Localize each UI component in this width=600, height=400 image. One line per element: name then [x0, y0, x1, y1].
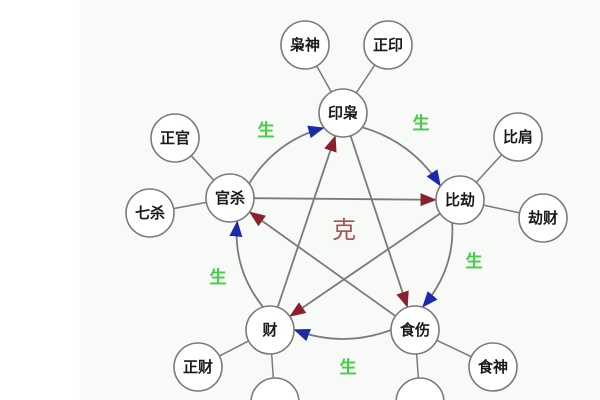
satellite-label: 比肩	[503, 128, 533, 146]
node-circle	[245, 305, 295, 355]
satellite-node: 正印	[363, 20, 413, 70]
node-yinxiao: 印枭	[318, 88, 368, 138]
ke-arrow-shishang-guansha	[249, 211, 396, 317]
node-circle	[390, 305, 440, 355]
ke-center-label: 克	[332, 216, 356, 244]
node-circle	[205, 173, 255, 223]
satellite-link	[219, 340, 249, 357]
satellite-node	[395, 377, 445, 400]
node-label: 官杀	[215, 189, 245, 207]
satellite-node: 枭神	[280, 20, 330, 70]
satellite-label: 食神	[478, 358, 508, 376]
satellite-node: 比肩	[493, 112, 543, 162]
satellite-link	[415, 353, 420, 379]
satellite-node: 正官	[150, 113, 200, 163]
satellite-label: 正印	[373, 36, 403, 54]
node-cai: 财	[245, 305, 295, 355]
sheng-arrow-bijie-shishang	[422, 222, 454, 308]
satellite-node: 七杀	[125, 188, 175, 238]
sheng-label: 生	[466, 251, 483, 272]
satellite-circle	[518, 193, 568, 243]
satellite-node: 食神	[468, 342, 518, 392]
satellite-label: 正财	[183, 358, 213, 376]
satellite-node: 劫财	[518, 193, 568, 243]
satellite-circle	[363, 20, 413, 70]
ke-arrow-bijie-cai	[289, 212, 441, 317]
node-circle	[435, 175, 485, 225]
satellite-label: 正官	[160, 129, 190, 147]
satellite-circle	[173, 342, 223, 392]
node-bijie: 比劫	[435, 175, 485, 225]
satellite-link	[190, 155, 215, 181]
satellite-label: 枭神	[289, 36, 320, 54]
sheng-label: 生	[340, 357, 357, 378]
satellite-link	[475, 154, 503, 183]
satellite-link	[436, 339, 472, 358]
sheng-arrow-guansha-yinxiao	[248, 125, 325, 185]
sheng-label: 生	[413, 113, 430, 134]
node-guansha: 官杀	[205, 173, 255, 223]
sheng-arrow-cai-guansha	[229, 220, 264, 308]
node-label: 财	[262, 321, 277, 339]
satellite-link	[173, 201, 207, 210]
satellite-node: 正财	[173, 342, 223, 392]
satellite-link	[483, 204, 520, 214]
satellite-label: 七杀	[135, 204, 165, 222]
satellite-link	[316, 65, 332, 93]
satellite-circle	[280, 20, 330, 70]
sheng-label: 生	[210, 267, 227, 288]
node-label: 印枭	[328, 104, 358, 122]
sheng-arrow-yinxiao-bijie	[362, 126, 441, 187]
node-circle	[318, 88, 368, 138]
node-label: 比劫	[445, 191, 475, 209]
satellite-link	[270, 353, 275, 379]
satellite-circle	[250, 377, 300, 400]
sheng-label: 生	[258, 120, 275, 141]
satellite-node	[250, 377, 300, 400]
satellite-circle	[150, 113, 200, 163]
ke-arrow-cai-yinxiao	[276, 135, 337, 308]
node-label: 食伤	[400, 321, 430, 339]
ke-arrow-yinxiao-shishang	[349, 135, 409, 308]
satellite-label: 劫财	[528, 209, 558, 227]
satellite-circle	[493, 112, 543, 162]
satellite-circle	[395, 377, 445, 400]
node-shishang: 食伤	[390, 305, 440, 355]
satellite-circle	[468, 342, 518, 392]
sheng-arrow-shishang-cai	[293, 329, 392, 342]
ke-arrow-guansha-bijie	[253, 193, 437, 207]
satellite-circle	[125, 188, 175, 238]
satellite-link	[355, 64, 376, 94]
